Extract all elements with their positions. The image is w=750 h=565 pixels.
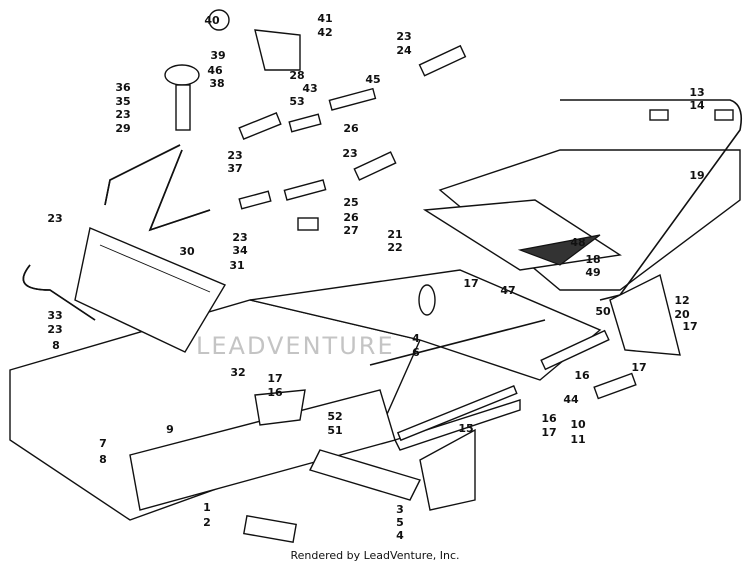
callout-15: 15 — [458, 422, 473, 435]
callout-40: 40 — [204, 14, 220, 27]
callout-44: 44 — [563, 393, 579, 406]
belly-pan — [9, 269, 602, 521]
callout-23: 23 — [396, 30, 411, 43]
callout-17: 17 — [463, 277, 478, 290]
footer-credit: Rendered by LeadVenture, Inc. — [290, 549, 460, 562]
callout-19: 19 — [689, 169, 704, 182]
callout-2: 2 — [203, 516, 211, 529]
callout-37: 37 — [227, 162, 242, 175]
callout-17: 17 — [267, 372, 282, 385]
callout-39: 39 — [210, 49, 225, 62]
callout-30: 30 — [179, 245, 195, 258]
callout-4: 4 — [396, 529, 404, 542]
callout-46: 46 — [207, 64, 223, 77]
callout-31: 31 — [229, 259, 244, 272]
callout-33: 33 — [47, 309, 62, 322]
callout-50: 50 — [595, 305, 611, 318]
callout-29: 29 — [115, 122, 130, 135]
callout-17: 17 — [541, 426, 556, 439]
callout-49: 49 — [585, 266, 600, 279]
radiator — [74, 227, 227, 353]
callout-23: 23 — [115, 108, 130, 121]
callout-16: 16 — [541, 412, 557, 425]
callout-25: 25 — [343, 196, 358, 209]
callout-26: 26 — [343, 211, 359, 224]
callout-8: 8 — [99, 453, 107, 466]
callout-23: 23 — [47, 212, 62, 225]
callout-35: 35 — [115, 95, 130, 108]
callout-9: 9 — [166, 423, 174, 436]
callout-1: 1 — [203, 501, 211, 514]
callout-34: 34 — [232, 244, 248, 257]
callout-28: 28 — [289, 69, 304, 82]
callout-7: 7 — [99, 437, 107, 450]
callout-41: 41 — [317, 12, 332, 25]
callout-43: 43 — [302, 82, 317, 95]
callout-22: 22 — [387, 241, 402, 254]
callout-48: 48 — [570, 236, 585, 249]
callout-24: 24 — [396, 44, 412, 57]
callout-45: 45 — [365, 73, 380, 86]
callout-17: 17 — [682, 320, 697, 333]
callout-21: 21 — [387, 228, 402, 241]
callout-17: 17 — [631, 361, 646, 374]
callout-18: 18 — [585, 253, 600, 266]
coolant-hoses — [22, 44, 610, 442]
callout-51: 51 — [327, 424, 342, 437]
callout-16: 16 — [574, 369, 590, 382]
callout-42: 42 — [317, 26, 332, 39]
callout-23: 23 — [47, 323, 62, 336]
callout-52: 52 — [327, 410, 342, 423]
callout-4: 4 — [412, 332, 420, 345]
callout-23: 23 — [227, 149, 242, 162]
watermark: LEADVENTURE — [196, 332, 395, 360]
callout-14: 14 — [689, 99, 705, 112]
rear-frame — [422, 99, 743, 356]
callout-6: 6 — [412, 346, 420, 359]
callout-32: 32 — [230, 366, 245, 379]
callout-13: 13 — [689, 86, 704, 99]
callout-23: 23 — [232, 231, 247, 244]
callout-12: 12 — [674, 294, 689, 307]
callout-16: 16 — [267, 386, 283, 399]
callout-11: 11 — [570, 433, 585, 446]
filler-neck-and-tank — [164, 9, 734, 544]
callout-36: 36 — [115, 81, 131, 94]
callout-3: 3 — [396, 503, 404, 516]
callout-47: 47 — [500, 284, 515, 297]
callout-27: 27 — [343, 224, 358, 237]
callout-23: 23 — [342, 147, 357, 160]
callout-20: 20 — [674, 308, 690, 321]
callout-8: 8 — [52, 339, 60, 352]
callout-38: 38 — [209, 77, 224, 90]
callout-10: 10 — [570, 418, 586, 431]
callout-53: 53 — [289, 95, 304, 108]
callout-5: 5 — [396, 516, 404, 529]
callout-26: 26 — [343, 122, 359, 135]
